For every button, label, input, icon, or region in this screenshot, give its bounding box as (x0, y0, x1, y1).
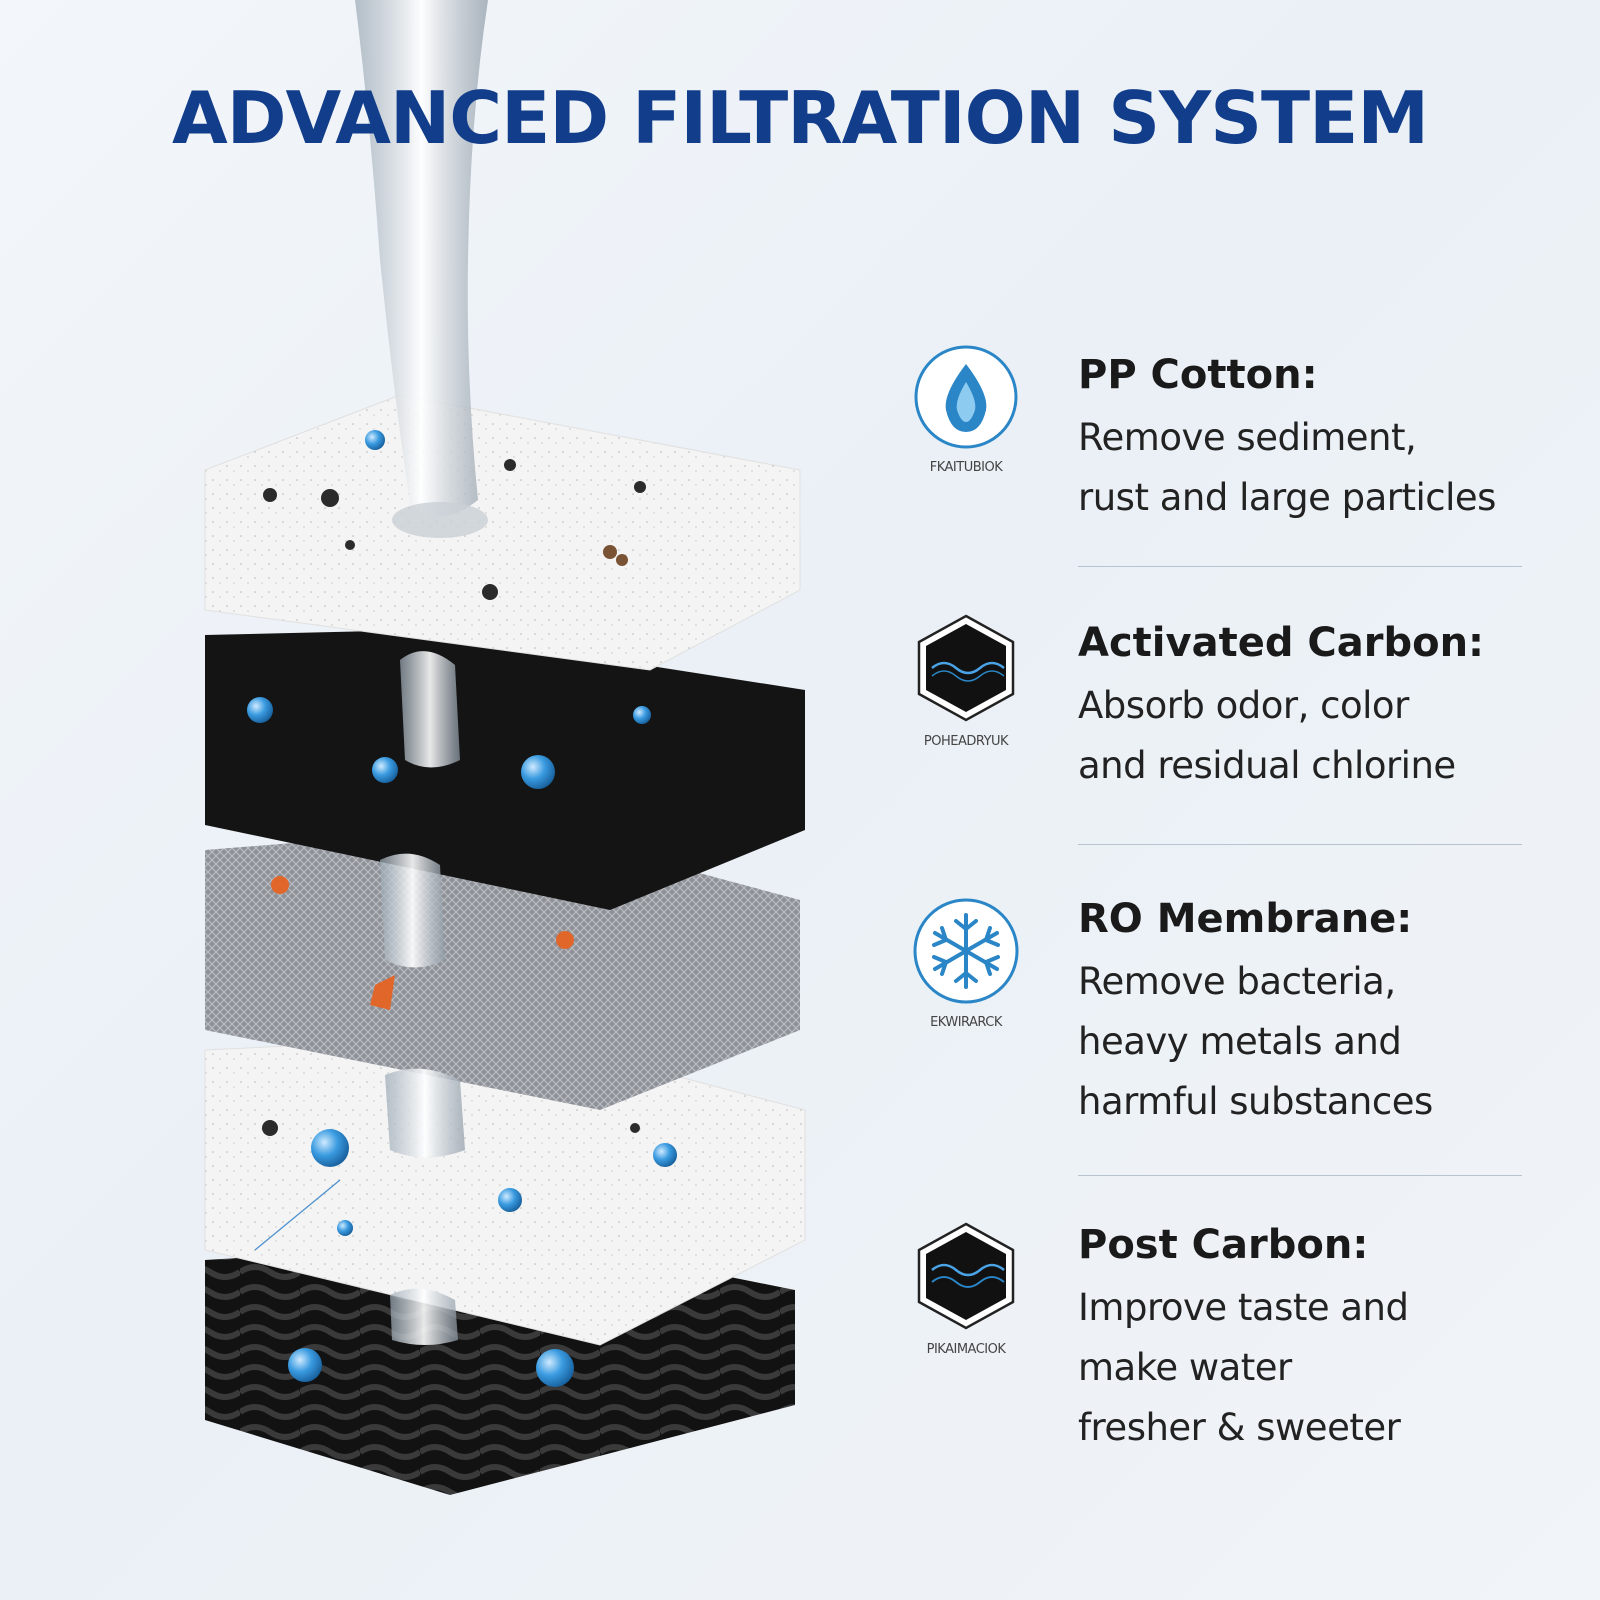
water-drop-icon (914, 345, 1018, 449)
page-title: ADVANCED FILTRATION SYSTEM (171, 76, 1429, 160)
layer-pp-cotton (204, 394, 801, 671)
feature-title: RO Membrane: (1078, 896, 1413, 942)
layer-ro-membrane (205, 825, 800, 1110)
icon-caption: POHEADRYUK (923, 734, 1009, 749)
icon-caption: PIKAIMACIOK (926, 1342, 1006, 1357)
snowflake-icon (913, 898, 1019, 1004)
feature-ro-membrane: RO Membrane: Remove bacteria, heavy meta… (1078, 896, 1538, 1132)
carbon-wave-icon (917, 614, 1015, 722)
filter-layers-illustration (204, 0, 806, 1495)
feature-title: Activated Carbon: (1078, 620, 1485, 666)
divider (1078, 844, 1522, 845)
feature-description: Absorb odor, color and residual chlorine (1078, 684, 1456, 787)
carbon-wave-icon (917, 1222, 1015, 1330)
layer-activated-carbon (205, 630, 805, 910)
feature-description: Improve taste and make water fresher & s… (1078, 1286, 1409, 1449)
feature-title: PP Cotton: (1078, 352, 1318, 398)
divider (1078, 566, 1522, 567)
feature-activated-carbon: Activated Carbon: Absorb odor, color and… (1078, 620, 1538, 796)
water-stream (355, 0, 488, 517)
feature-pp-cotton: PP Cotton: Remove sediment, rust and lar… (1078, 352, 1538, 528)
icon-group-activated-carbon: POHEADRYUK (906, 610, 1026, 749)
feature-description: Remove sediment, rust and large particle… (1078, 416, 1496, 519)
icon-caption: EKWIRARCK (930, 1015, 1002, 1030)
icon-group-ro-membrane: EKWIRARCK (906, 895, 1026, 1030)
feature-post-carbon: Post Carbon: Improve taste and make wate… (1078, 1222, 1538, 1458)
divider (1078, 1175, 1522, 1176)
feature-description: Remove bacteria, heavy metals and harmfu… (1078, 960, 1433, 1123)
icon-group-post-carbon: PIKAIMACIOK (906, 1218, 1026, 1357)
feature-title: Post Carbon: (1078, 1222, 1369, 1268)
icon-caption: FKAITUBIOK (929, 460, 1003, 475)
icon-group-pp-cotton: FKAITUBIOK (906, 342, 1026, 475)
